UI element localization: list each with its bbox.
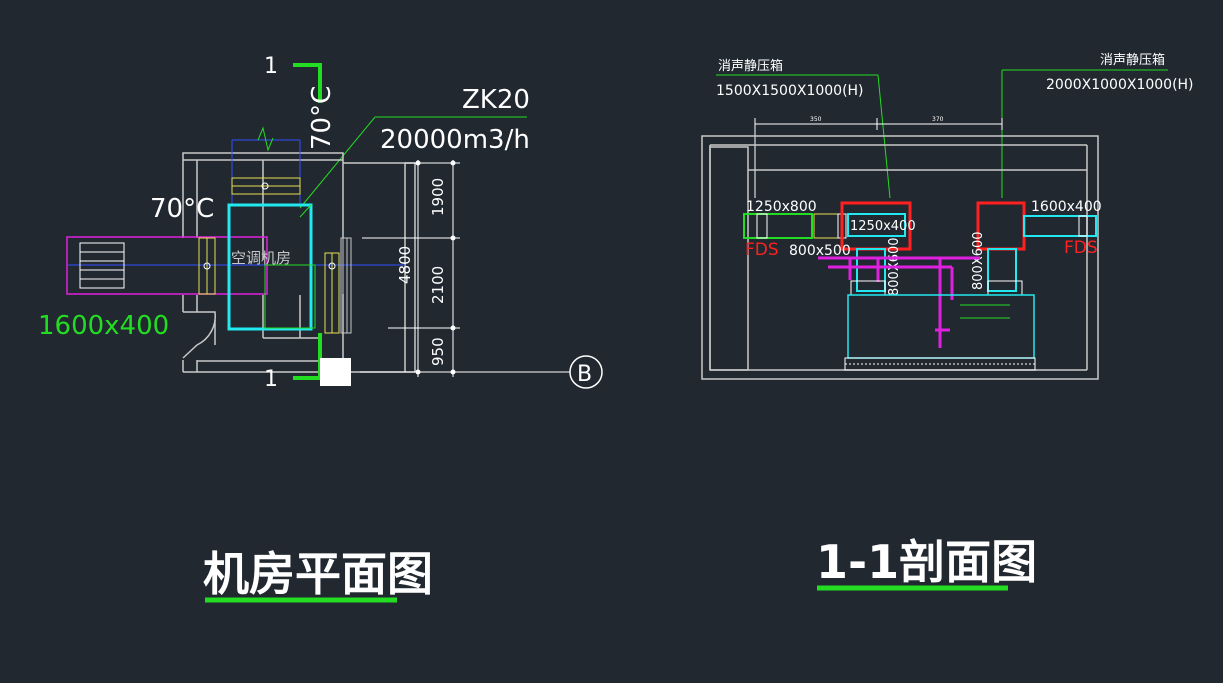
ahu-diagonal <box>299 204 312 218</box>
section-mark-top: 1 <box>264 54 278 79</box>
wall-grille-lines <box>342 238 348 333</box>
fds-left: FDS <box>745 240 779 260</box>
duct-left-inner-label: 1250x400 <box>850 219 916 234</box>
box-right-size: 2000X1000X1000(H) <box>1046 77 1194 93</box>
vertical-duct-left <box>856 248 886 292</box>
fds-right: FDS <box>1064 238 1098 258</box>
damper-left-symbol <box>203 262 211 270</box>
section-view: 消声静压箱 1500X1500X1000(H) 消声静压箱 2000X1000X… <box>701 52 1194 591</box>
dim-4800: 4800 <box>396 246 414 284</box>
axis-label: B <box>577 362 592 387</box>
louver-lines <box>80 251 124 280</box>
dim-2100: 2100 <box>429 266 447 304</box>
box-left-size: 1500X1500X1000(H) <box>716 83 864 99</box>
vert-duct-2-label: 800X600 <box>971 231 986 290</box>
dim-950: 950 <box>429 337 447 366</box>
louver-box <box>79 242 125 289</box>
temp-label-left: 70°C <box>150 194 214 224</box>
section-mark-bottom: 1 <box>264 367 278 392</box>
damper-top-symbol <box>261 182 269 190</box>
dim-370: 370 <box>932 116 944 123</box>
wall-grille-right <box>340 237 352 334</box>
plan-view: 1 70°C ZK20 20000m3/h <box>38 54 603 603</box>
dim-1900: 1900 <box>429 178 447 216</box>
dimension-ticks <box>415 160 456 375</box>
duct-800x500-label: 800x500 <box>789 243 851 259</box>
duct-outline-blue <box>68 139 405 266</box>
damper-right-symbol <box>328 262 336 270</box>
plan-title: 机房平面图 <box>203 547 433 601</box>
duct-right-top-label: 1600x400 <box>1031 199 1102 215</box>
equipment-base <box>320 358 351 386</box>
section-dims <box>754 118 1003 198</box>
break-mark-top <box>257 126 274 152</box>
room-label: 空调机房 <box>231 249 291 267</box>
duct-left-top-label: 1250x800 <box>746 199 817 215</box>
fan-section <box>264 264 316 329</box>
section-title: 1-1剖面图 <box>816 535 1037 589</box>
box-left-title: 消声静压箱 <box>718 58 783 74</box>
section-leaders <box>945 294 1010 319</box>
duct-label: 1600x400 <box>38 311 169 341</box>
axis-bubble <box>569 355 603 389</box>
room-outline <box>182 152 416 373</box>
pipework-magenta <box>818 256 980 348</box>
flange-right <box>1078 215 1088 237</box>
dimension-lines <box>360 160 570 377</box>
door-swing <box>182 311 217 359</box>
airflow-label: 20000m3/h <box>380 125 530 155</box>
section-room-outline <box>701 135 1099 380</box>
section-mark-top-line <box>293 63 322 103</box>
duct-1250x400 <box>847 213 906 237</box>
temp-label-top: 70°C <box>307 86 337 150</box>
air-handling-unit <box>227 203 313 331</box>
flange-left <box>756 213 768 239</box>
unit-label: ZK20 <box>462 85 530 115</box>
dim-350: 350 <box>810 116 822 123</box>
duct-1250x800 <box>743 213 813 239</box>
airflow-leader-d <box>299 116 376 209</box>
box-right-title: 消声静压箱 <box>1100 52 1165 68</box>
damper-section-left <box>813 213 839 239</box>
vertical-duct-right <box>987 248 1017 292</box>
duct-1600x400-section <box>1023 215 1097 237</box>
